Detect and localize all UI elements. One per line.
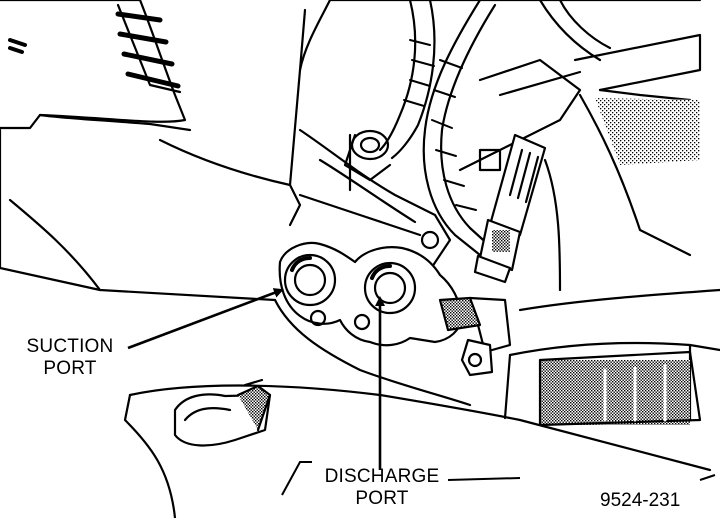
suction-label-line1: SUCTION (26, 336, 114, 357)
callout-leaders (127, 288, 716, 496)
discharge-label-line2: PORT (355, 488, 409, 509)
discharge-port-label: DISCHARGE PORT (312, 466, 452, 510)
hose-fitting (343, 129, 502, 182)
figure-number: 9524-231 (600, 490, 681, 511)
baseline-stroke (281, 461, 716, 496)
shaded-panel-right (540, 360, 690, 425)
vent-grille (0, 0, 192, 132)
port-manifold (278, 230, 512, 377)
discharge-port-bore (373, 271, 407, 305)
suction-port-ring (283, 253, 337, 307)
electrical-connector (473, 133, 547, 284)
discharge-label-line1: DISCHARGE (324, 466, 440, 487)
refrigerant-hoses (378, 0, 612, 257)
suction-port-label: SUCTION PORT (14, 336, 126, 380)
housing-outline (0, 0, 702, 302)
discharge-port-ring (363, 261, 417, 315)
mounting-bracket (288, 33, 702, 272)
suction-port-bore (293, 263, 327, 297)
hose-clip (173, 378, 272, 447)
suction-label-line2: PORT (43, 358, 97, 379)
suction-leader (127, 288, 284, 350)
